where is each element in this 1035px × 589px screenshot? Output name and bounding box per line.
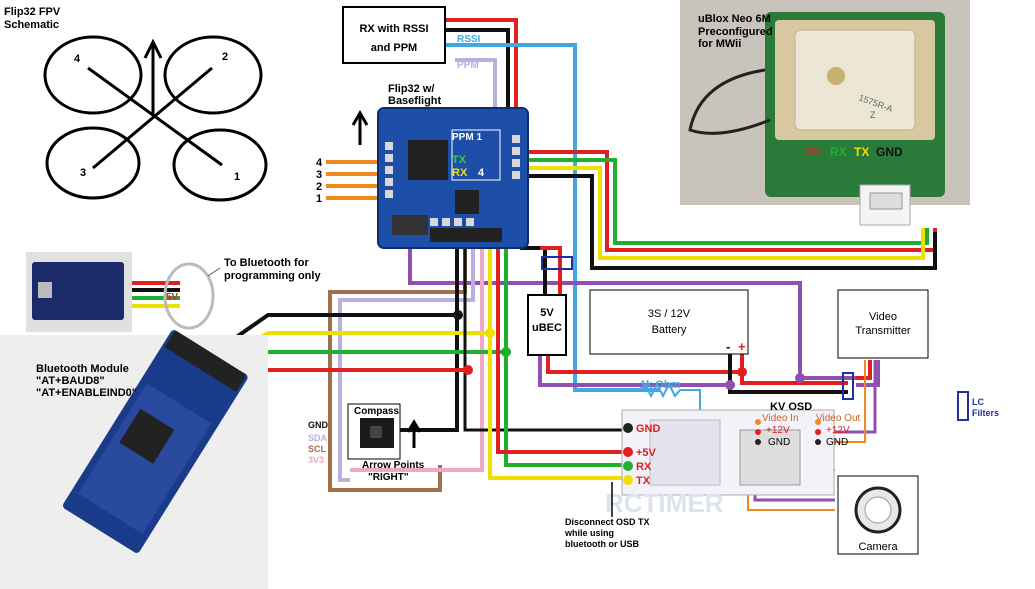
flip32-title-1: Flip32 w/ bbox=[388, 83, 434, 95]
ubec-label-2: uBEC bbox=[532, 322, 562, 334]
camera-label: Camera bbox=[858, 541, 898, 553]
osd-watermark: RCTIMER bbox=[605, 488, 724, 518]
motor-2-circle bbox=[163, 35, 263, 115]
gps-title-3: for MWii bbox=[698, 38, 741, 50]
compass-pin-sda: SDA bbox=[308, 433, 328, 443]
osd-12v-left: +12V bbox=[766, 425, 790, 436]
esc-label-3: 3 bbox=[316, 169, 322, 181]
compass-pin-scl: SCL bbox=[308, 444, 327, 454]
flip32-board: Flip32 w/ Baseflight PPM 1 TX RX 4 4 3 2… bbox=[316, 83, 529, 249]
battery-plus: + bbox=[738, 339, 746, 354]
bt-module-title: Bluetooth Module bbox=[36, 363, 129, 375]
bluetooth-adapter: 5V To Bluetooth for programming only bbox=[26, 252, 321, 332]
compass-arrow-label-2: "RIGHT" bbox=[368, 472, 409, 483]
gps-title-2: Preconfigured bbox=[698, 26, 773, 38]
osd-rx-label: RX bbox=[636, 461, 652, 473]
bt-note-2: programming only bbox=[224, 270, 321, 282]
esc-label-1: 1 bbox=[316, 193, 322, 205]
esc-label-2: 2 bbox=[316, 181, 322, 193]
osd-note-3: bluetooth or USB bbox=[565, 539, 639, 549]
osd-tx-label: TX bbox=[636, 475, 651, 487]
video-transmitter: Video Transmitter bbox=[837, 289, 929, 400]
gps-module: 1575R-A Z uBlox Neo 6M Preconfigured for… bbox=[680, 0, 970, 226]
bluetooth-module: Bluetooth Module "AT+BAUD8" "AT+ENABLEIN… bbox=[0, 330, 268, 589]
osd-12v-right: +12V bbox=[826, 425, 850, 436]
compass-pin-gnd: GND bbox=[308, 420, 329, 430]
battery-label-1: 3S / 12V bbox=[648, 308, 691, 320]
schematic-title-1: Flip32 FPV bbox=[4, 6, 61, 18]
osd-gnd-right: GND bbox=[826, 437, 848, 448]
ubec-label-1: 5V bbox=[540, 307, 554, 319]
fc-ppm-label: PPM 1 bbox=[452, 132, 482, 143]
receiver-box: RX with RSSI and PPM RSSI PPM bbox=[342, 6, 481, 71]
bt-module-cmd-2: "AT+ENABLEIND0" bbox=[36, 387, 137, 399]
osd-note-2: while using bbox=[564, 528, 614, 538]
quad-schematic: Flip32 FPV Schematic 4 2 3 1 bbox=[4, 6, 268, 202]
resistor-1k bbox=[639, 381, 701, 412]
fc-rx-label: RX bbox=[452, 167, 468, 179]
lc-filter-vtx bbox=[842, 372, 854, 400]
osd-video-in: Video In bbox=[762, 413, 799, 424]
motor-1-circle bbox=[172, 128, 268, 202]
bt-5v-label: 5V bbox=[166, 292, 179, 303]
camera: Camera bbox=[837, 475, 919, 555]
compass-arrow-label-1: Arrow Points bbox=[362, 460, 425, 471]
fc-uart-label: 4 bbox=[478, 167, 485, 179]
osd-5v-label: +5V bbox=[636, 447, 657, 459]
battery-minus: - bbox=[726, 339, 730, 354]
motor-4-circle bbox=[43, 35, 143, 115]
receiver-label-1: RX with RSSI bbox=[359, 23, 428, 35]
wires bbox=[110, 18, 937, 511]
lc-label-2: Filters bbox=[972, 408, 999, 418]
bt-module-cmd-1: "AT+BAUD8" bbox=[36, 375, 105, 387]
motor-3-circle bbox=[45, 126, 141, 200]
battery-label-2: Battery bbox=[652, 324, 687, 336]
bt-note-1: To Bluetooth for bbox=[224, 257, 309, 269]
lc-label-1: LC bbox=[972, 397, 984, 407]
lc-filter-fc bbox=[541, 256, 573, 270]
gps-pin-gnd: GND bbox=[876, 145, 903, 159]
programming-highlight bbox=[163, 262, 215, 330]
flip32-title-2: Baseflight bbox=[388, 95, 442, 107]
schematic-title-2: Schematic bbox=[4, 19, 59, 31]
motor-4-label: 4 bbox=[74, 53, 81, 65]
receiver-label-2: and PPM bbox=[371, 42, 417, 54]
gps-chip-label-2: Z bbox=[870, 110, 876, 120]
motor-1-label: 1 bbox=[234, 171, 240, 183]
ppm-label: PPM bbox=[457, 60, 479, 71]
fc-tx-label: TX bbox=[452, 154, 467, 166]
osd-gnd-mid: GND bbox=[768, 437, 790, 448]
compass-pin-3v3: 3V3 bbox=[308, 455, 324, 465]
compass-title: Compass bbox=[354, 406, 399, 417]
gps-title-1: uBlox Neo 6M bbox=[698, 13, 771, 25]
osd-title: KV OSD bbox=[770, 401, 812, 413]
osd-video-out: Video Out bbox=[816, 413, 861, 424]
resistor-label: 1k Ohm bbox=[640, 379, 681, 391]
lc-legend: LC Filters bbox=[957, 391, 999, 421]
junction-dots bbox=[453, 310, 805, 390]
rssi-label: RSSI bbox=[457, 34, 481, 45]
battery: 3S / 12V Battery - + bbox=[589, 289, 749, 355]
motor-2-label: 2 bbox=[222, 51, 228, 63]
gps-pin-rx: RX bbox=[830, 145, 847, 159]
gps-pin-tx: TX bbox=[854, 145, 869, 159]
osd-gnd-label: GND bbox=[636, 423, 661, 435]
ubec: 5V uBEC bbox=[527, 256, 573, 356]
esc-label-4: 4 bbox=[316, 157, 323, 169]
kv-osd: 1k Ohm RCTIMER GND +5V RX TX KV OSD Vide… bbox=[564, 379, 861, 549]
vtx-label-1: Video bbox=[869, 311, 897, 323]
gps-pin-5v: 5V bbox=[806, 145, 821, 159]
motor-3-label: 3 bbox=[80, 167, 86, 179]
compass: Compass Arrow Points "RIGHT" GND SDA SCL… bbox=[308, 403, 425, 483]
vtx-label-2: Transmitter bbox=[855, 325, 911, 337]
osd-note-1: Disconnect OSD TX bbox=[565, 517, 650, 527]
